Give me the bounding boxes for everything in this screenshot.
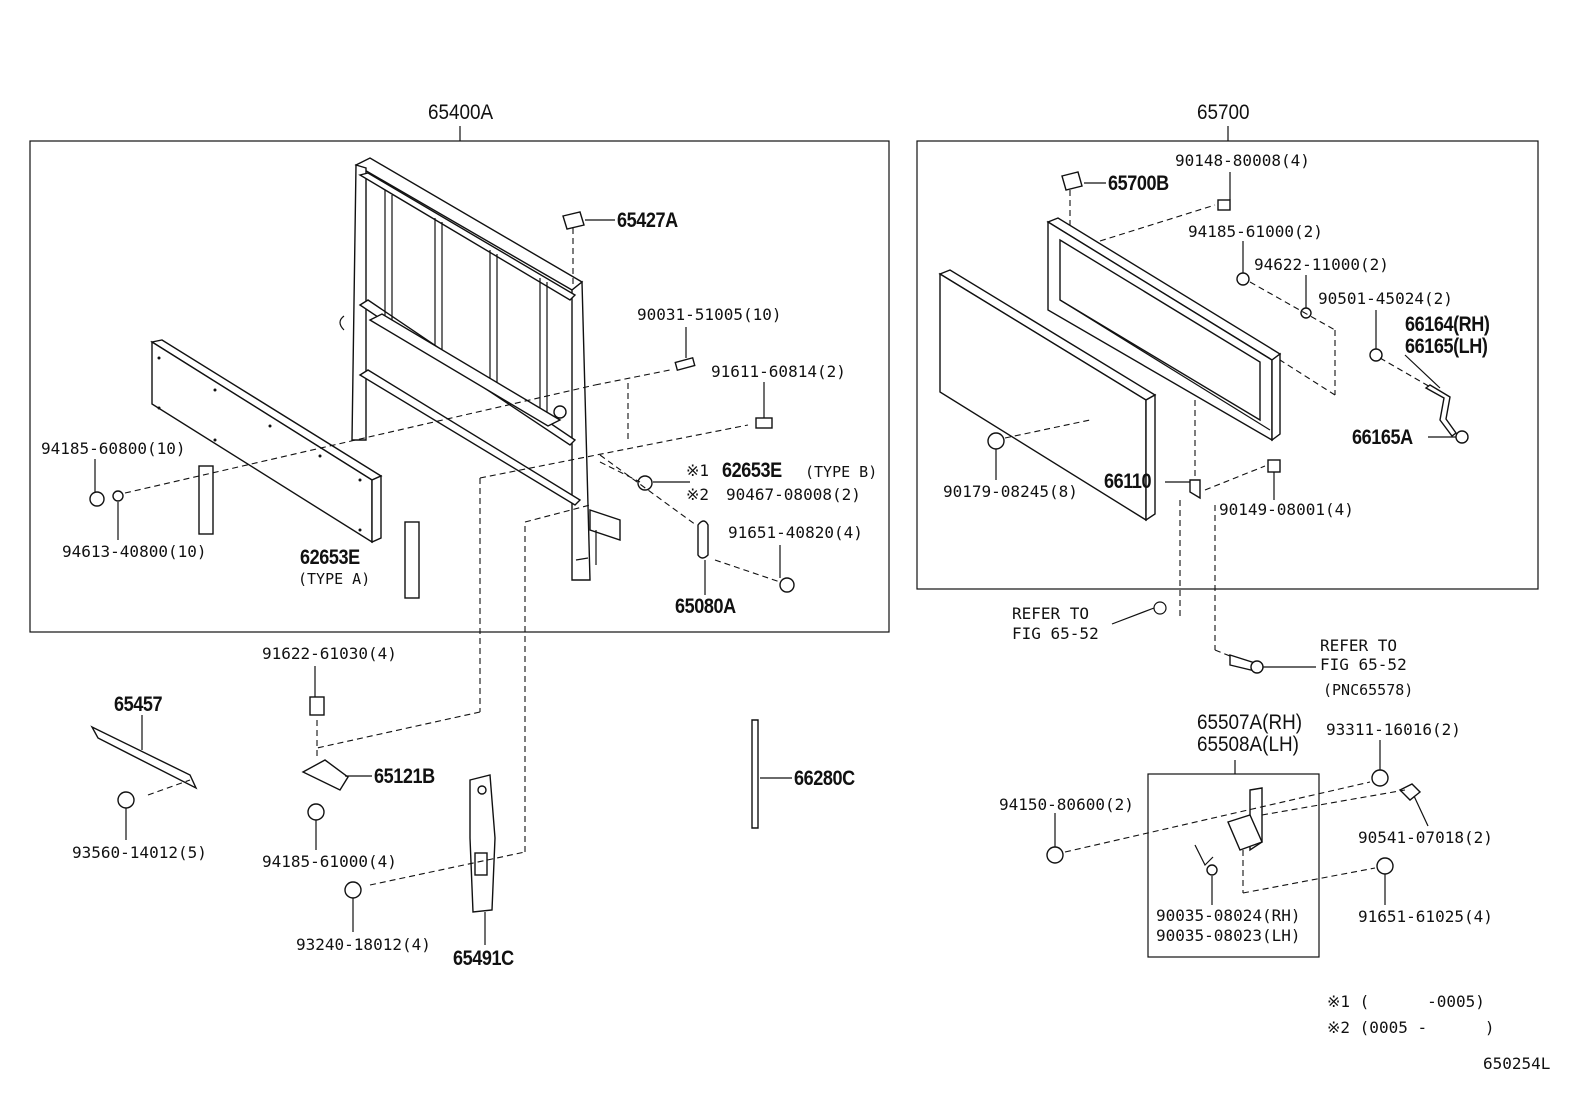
cap-65427A-drawing (562, 211, 585, 230)
refer-fig-label-2: FIG 65-52 (1320, 655, 1407, 674)
type-b-label: (TYPE B) (805, 463, 878, 481)
part-label-93240: 93240-18012(4) (296, 935, 431, 954)
part-label-62653E-type-b: 62653E (722, 459, 782, 482)
part-label-91611: 91611-60814(2) (711, 362, 846, 381)
group-title-65700: 65700 (1197, 101, 1250, 124)
part-label-91651-40820: 91651-40820(4) (728, 523, 863, 542)
part-label-66280C: 66280C (794, 767, 855, 790)
group-title-65400A: 65400A (428, 101, 494, 124)
group-box-65507A (1147, 773, 1320, 958)
part-label-90035-rh: 90035-08024(RH) (1156, 906, 1301, 925)
part-label-65700B: 65700B (1108, 172, 1169, 195)
part-label-94185-61000-4: 94185-61000(4) (262, 852, 397, 871)
gate-frame-drawing (339, 157, 621, 581)
footnote-2: ※2 (0005 - ) (1327, 1018, 1495, 1037)
part-label-66110: 66110 (1104, 470, 1152, 493)
pnc-label: (PNC65578) (1323, 681, 1414, 699)
part-label-90541: 90541-07018(2) (1358, 828, 1493, 847)
part-label-65080A: 65080A (675, 595, 736, 618)
cap-65700B-drawing (1061, 171, 1083, 191)
part-label-90031: 90031-51005(10) (637, 305, 782, 324)
part-label-65457: 65457 (114, 693, 163, 716)
rail-65457-drawing (90, 725, 198, 790)
refer-to-label-2: REFER TO (1320, 636, 1398, 655)
bracket-65121B-drawing (301, 759, 349, 791)
part-label-65427A: 65427A (617, 209, 678, 232)
post-65491C-drawing (469, 774, 496, 913)
part-label-66165-lh: 66165(LH) (1405, 335, 1488, 358)
note-mark-1: ※1 (686, 461, 710, 480)
gate-panel-drawing (150, 339, 383, 544)
refer-to-label-1: REFER TO (1012, 604, 1090, 623)
part-label-94622: 94622-11000(2) (1254, 255, 1389, 274)
part-label-90149: 90149-08001(4) (1219, 500, 1354, 519)
part-label-91651-61025: 91651-61025(4) (1358, 907, 1493, 926)
note-mark-2: ※2 (686, 485, 710, 504)
part-label-90501: 90501-45024(2) (1318, 289, 1453, 308)
strip-62653E-a (198, 465, 214, 535)
refer-fig-label-1: FIG 65-52 (1012, 624, 1099, 643)
part-label-62653E-type-a: 62653E (300, 546, 360, 569)
part-label-90467: 90467-08008(2) (726, 485, 861, 504)
footnote-1: ※1 ( -0005) (1327, 992, 1485, 1011)
part-label-66164-rh: 66164(RH) (1405, 313, 1490, 336)
group-title-65507A-rh: 65507A(RH) (1197, 711, 1303, 734)
type-a-label: (TYPE A) (298, 570, 371, 588)
part-label-90148: 90148-80008(4) (1175, 151, 1310, 170)
part-label-65491C: 65491C (453, 947, 514, 970)
tailgate-panel-drawing (938, 269, 1157, 522)
part-label-66165A: 66165A (1352, 426, 1413, 449)
tailgate-frame-drawing (1046, 217, 1282, 442)
group-title-65508A-lh: 65508A(LH) (1197, 733, 1299, 756)
part-label-94613: 94613-40800(10) (62, 542, 207, 561)
part-label-94185-60800: 94185-60800(10) (41, 439, 186, 458)
rod-66164-drawing (1424, 384, 1457, 437)
part-label-90035-lh: 90035-08023(LH) (1156, 926, 1301, 945)
stay-66280C-drawing (751, 719, 759, 829)
part-label-93560: 93560-14012(5) (72, 843, 207, 862)
part-label-91622: 91622-61030(4) (262, 644, 397, 663)
part-label-94150: 94150-80600(2) (999, 795, 1134, 814)
part-label-65121B: 65121B (374, 765, 435, 788)
part-label-94185-61000-2: 94185-61000(2) (1188, 222, 1323, 241)
reference-code: 650254L (1483, 1054, 1551, 1073)
part-label-93311: 93311-16016(2) (1326, 720, 1461, 739)
part-label-90179: 90179-08245(8) (943, 482, 1078, 501)
strip-62653E-b (404, 521, 420, 599)
